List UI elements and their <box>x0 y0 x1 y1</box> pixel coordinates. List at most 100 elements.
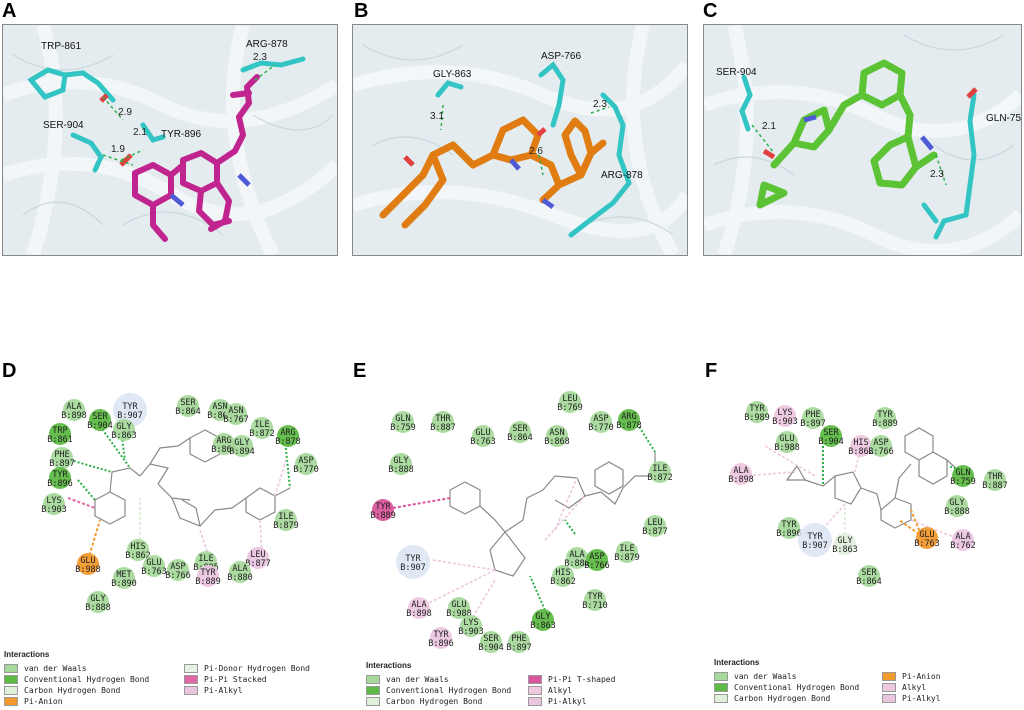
residue-name: SER <box>823 428 839 438</box>
residue-label-ser904: SER-904 <box>716 67 757 78</box>
residue-number: B:907 <box>802 541 828 551</box>
residue-name: TYR <box>749 404 765 414</box>
residue-name: LYS <box>777 408 792 418</box>
residue-name: ASP <box>589 552 604 562</box>
residue-number: B:887 <box>430 423 456 433</box>
residue-disk <box>802 407 824 429</box>
residue-disk <box>618 409 640 431</box>
residue-label-gly863: GLY-863 <box>433 69 472 80</box>
residue-label-arg878: ARG-878 <box>246 39 288 50</box>
residue-number: B:877 <box>642 527 668 537</box>
residue-disk <box>113 567 135 589</box>
residue-number: B:896 <box>47 479 73 489</box>
residue-name: SER <box>180 398 196 408</box>
residue-disk <box>778 517 800 539</box>
legend-label: Alkyl <box>548 686 573 695</box>
residue-number: B:766 <box>584 561 610 571</box>
distance-label: 1.9 <box>111 144 125 155</box>
residue-disk <box>448 597 470 619</box>
residue-disk <box>566 547 588 569</box>
panel-a-structure-render: TRP-861 ARG-878 SER-904 TYR-896 2.9 2.3 … <box>3 25 337 255</box>
legend-item: Carbon Hydrogen Bond <box>4 685 184 696</box>
residue-disk <box>984 469 1006 491</box>
residue-number: B:868 <box>544 437 570 447</box>
residue-disk <box>559 391 581 413</box>
panel-c-3d-view: SER-904 GLN-759 2.1 2.3 <box>703 24 1022 256</box>
residue-number: B:865 <box>211 445 237 455</box>
residue-name: TYR <box>200 568 216 578</box>
legend-item: Carbon Hydrogen Bond <box>366 696 528 707</box>
residue-number: B:907 <box>400 563 426 573</box>
residue-disk <box>644 515 666 537</box>
residue-number: B:862 <box>125 551 151 561</box>
legend-swatch <box>714 672 728 681</box>
residue-number: B:888 <box>944 507 970 517</box>
legend-label: Carbon Hydrogen Bond <box>386 697 483 706</box>
residue-name: ASN <box>549 428 564 438</box>
panel-label-a: A <box>2 0 17 22</box>
residue-name: PHE <box>54 450 69 460</box>
residue-number: B:904 <box>478 643 504 653</box>
residue-disk <box>49 423 71 445</box>
distance-label: 2.6 <box>529 146 543 157</box>
residue-name: HIS <box>130 542 145 552</box>
legend-swatch <box>4 675 18 684</box>
residue-disk <box>460 615 482 637</box>
residue-number: B:889 <box>872 419 898 429</box>
residue-name: GLY <box>535 612 550 622</box>
legend-item: van der Waals <box>366 674 528 685</box>
legend-swatch <box>528 686 542 695</box>
residue-number: B:878 <box>616 421 642 431</box>
residue-number: B:988 <box>774 443 800 453</box>
residue-label-trp861: TRP-861 <box>41 41 81 52</box>
residue-number: B:896 <box>428 639 454 649</box>
legend-label: Pi-Alkyl <box>548 697 587 706</box>
legend-item: Conventional Hydrogen Bond <box>366 685 528 696</box>
residue-name: LEU <box>647 518 662 528</box>
residue-number: B:988 <box>446 609 472 619</box>
legend-item: Pi-Alkyl <box>528 696 678 707</box>
legend-item: van der Waals <box>714 671 882 682</box>
residue-number: B:903 <box>41 505 67 515</box>
residue-name: TYR <box>433 630 449 640</box>
residue-disk <box>586 549 608 571</box>
distance-label: 2.3 <box>253 52 267 63</box>
legend-label: Conventional Hydrogen Bond <box>734 683 860 692</box>
residue-name: THR <box>987 472 1003 482</box>
residue-disk <box>584 589 606 611</box>
panel-label-d: D <box>2 360 17 382</box>
residue-disk <box>532 609 554 631</box>
legend-label: Carbon Hydrogen Bond <box>734 694 831 703</box>
legend-label: Pi-Alkyl <box>902 694 941 703</box>
residue-name: ALA <box>232 564 247 574</box>
residue-disk <box>295 453 317 475</box>
ligand-skeleton <box>785 427 961 529</box>
residue-label-gln759: GLN-759 <box>986 113 1021 124</box>
legend-label: Pi-Alkyl <box>204 686 243 695</box>
